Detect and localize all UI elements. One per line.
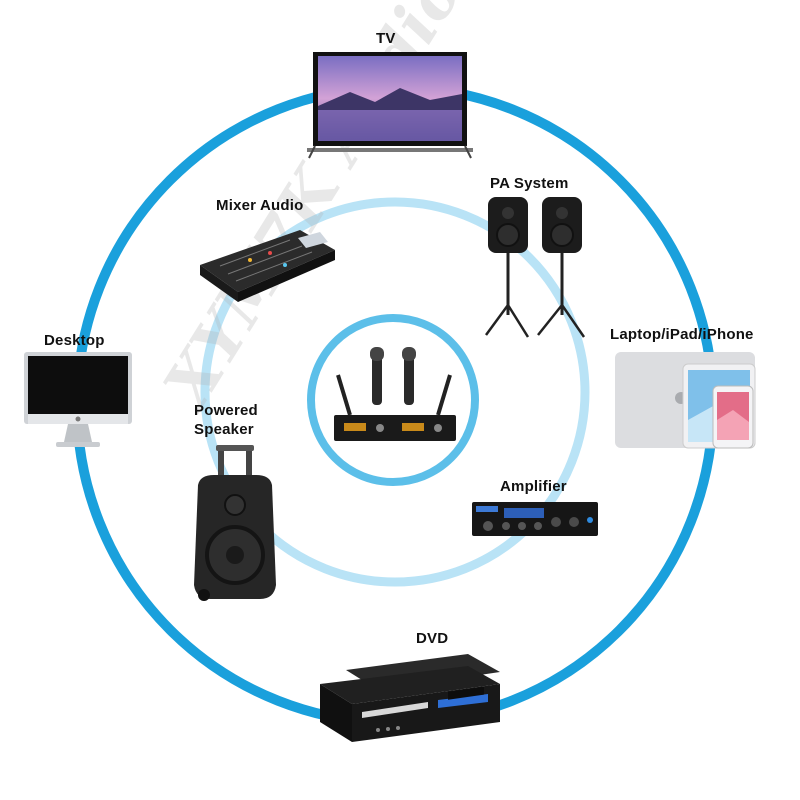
powered-speaker-icon	[194, 445, 276, 601]
middle-ring	[200, 197, 590, 587]
powered-speaker-label: Powered Speaker	[194, 402, 258, 438]
pa-system-icon	[484, 197, 586, 338]
desktop-label: Desktop	[44, 332, 105, 349]
mixer-audio-label: Mixer Audio	[216, 197, 304, 214]
laptop-ipad-iphone-icon	[615, 352, 756, 449]
desktop-icon	[24, 352, 132, 447]
dvd-label: DVD	[416, 630, 449, 647]
wireless-microphone-receiver-icon	[334, 347, 456, 441]
laptop-ipad-iphone-label: Laptop/iPad/iPhone	[610, 326, 754, 343]
dvd-player-icon	[320, 654, 500, 742]
tv-icon	[307, 52, 473, 159]
pa-system-label: PA System	[490, 175, 569, 192]
inner-ring	[307, 314, 479, 486]
tv-label: TV	[376, 30, 396, 47]
amplifier-label: Amplifier	[500, 478, 567, 495]
mixer-audio-icon	[200, 230, 335, 302]
amplifier-icon	[472, 502, 598, 536]
